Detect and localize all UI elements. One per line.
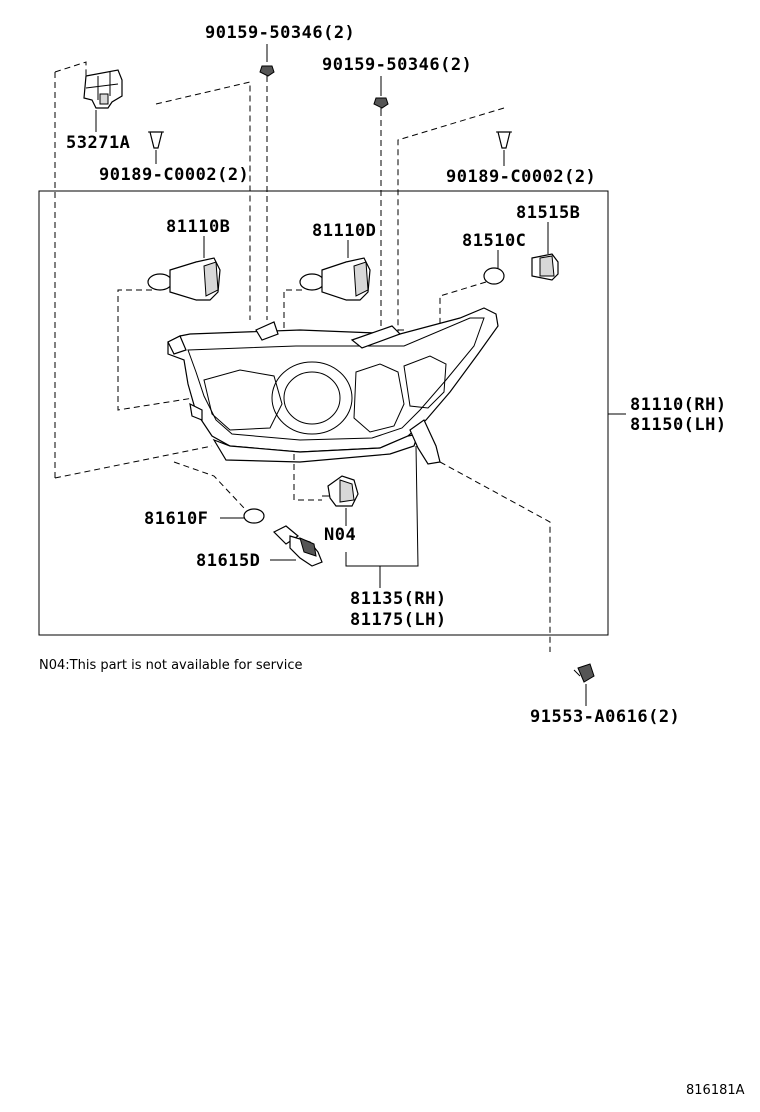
clip-90189-right[interactable] — [496, 131, 512, 149]
label-unit-rh: 81135(RH) — [350, 589, 447, 609]
screw-90159-right[interactable] — [373, 97, 389, 116]
label-unit-lh: 81175(LH) — [350, 610, 447, 630]
label-socket-81615d: 81615D — [196, 551, 260, 571]
assembly-frame — [38, 190, 609, 636]
label-bulb-81110b: 81110B — [166, 217, 230, 237]
label-headlamp-lh: 81150(LH) — [630, 415, 727, 435]
actuator-n04[interactable] — [322, 475, 359, 507]
label-clip-90189-right: 90189-C0002(2) — [446, 167, 596, 187]
label-bulb-81110d: 81110D — [312, 221, 376, 241]
label-n04: N04 — [324, 525, 356, 545]
socket-81615d[interactable] — [272, 525, 323, 567]
bulb-81510c[interactable] — [483, 267, 505, 285]
label-clip-90189-left: 90189-C0002(2) — [99, 165, 249, 185]
diagram-code: 816181A — [686, 1083, 745, 1098]
label-screw-90159-right: 90159-50346(2) — [322, 55, 472, 75]
service-note: N04:This part is not available for servi… — [39, 658, 302, 673]
bracket-53271a[interactable] — [83, 69, 123, 109]
headlamp-housing[interactable] — [167, 307, 499, 465]
bulb-81610f[interactable] — [243, 508, 265, 524]
screw-90159-left[interactable] — [259, 65, 275, 82]
bulb-81110b[interactable] — [147, 257, 221, 301]
label-headlamp-rh: 81110(RH) — [630, 395, 727, 415]
label-screw-90159-left: 90159-50346(2) — [205, 23, 355, 43]
bulb-81515b[interactable] — [531, 253, 559, 281]
clip-90189-left[interactable] — [148, 131, 164, 149]
bulb-81110d[interactable] — [299, 257, 371, 301]
bolt-91553[interactable] — [573, 663, 595, 683]
label-bulb-81610f: 81610F — [144, 509, 208, 529]
label-bulb-81515b: 81515B — [516, 203, 580, 223]
label-bracket-53271a: 53271A — [66, 133, 130, 153]
label-bulb-81510c: 81510C — [462, 231, 526, 251]
label-bolt-91553: 91553-A0616(2) — [530, 707, 680, 727]
